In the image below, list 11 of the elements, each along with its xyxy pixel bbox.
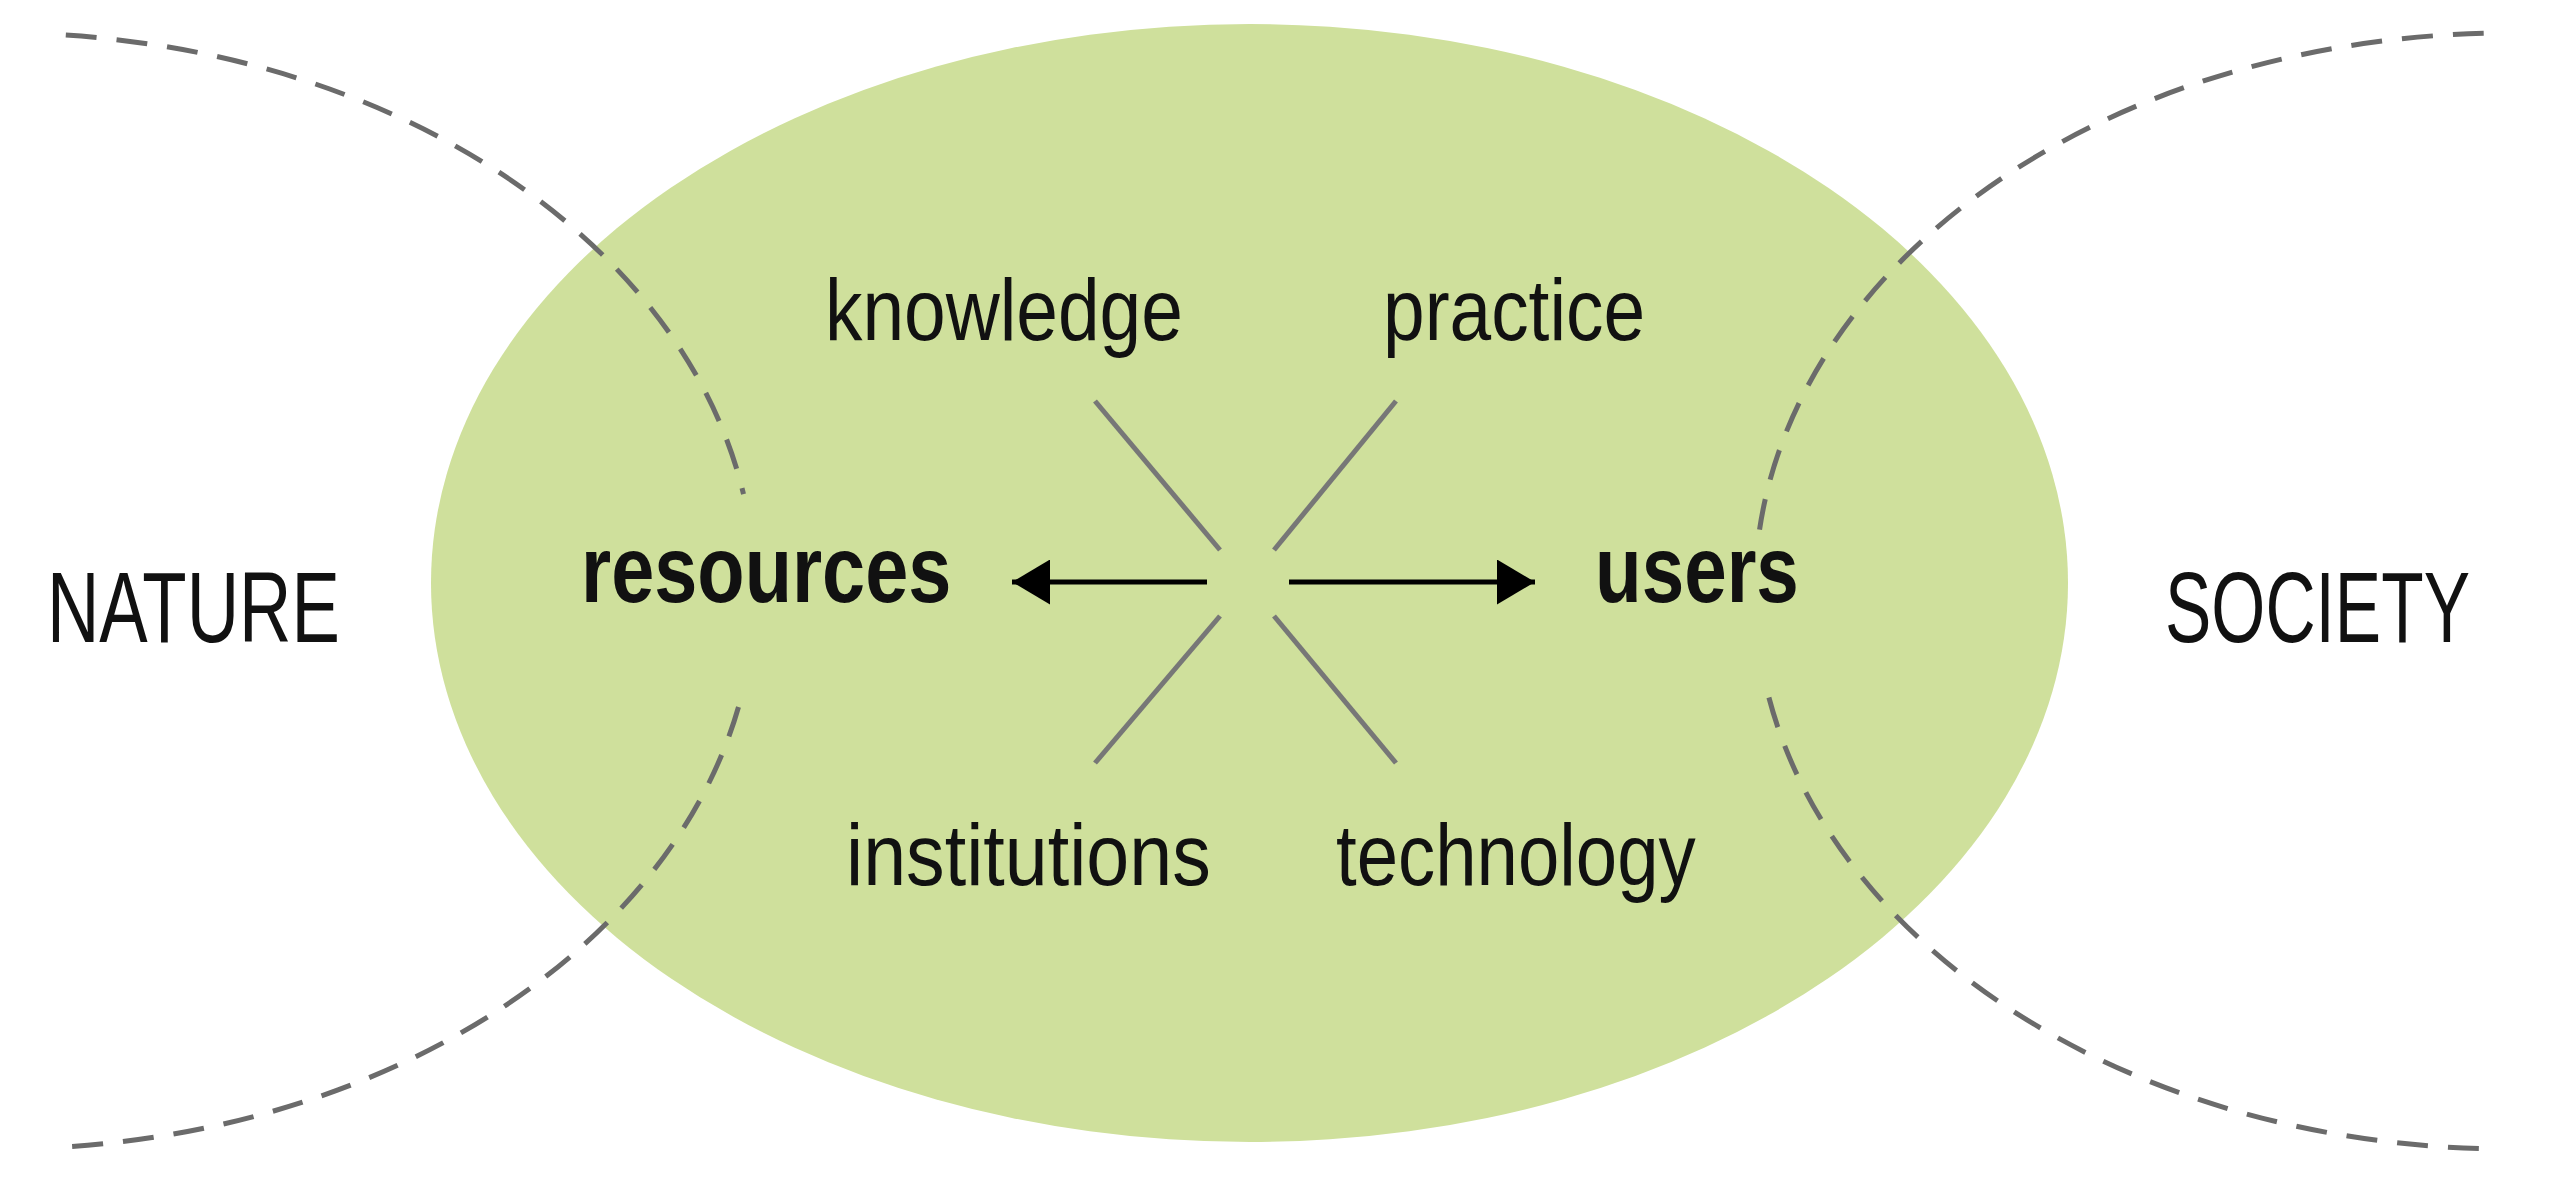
key-term-label: users [1595,523,1799,617]
arrow [1289,559,1535,605]
line [1272,614,1398,765]
line [1093,614,1222,765]
arrow [1012,559,1207,605]
region-label: SOCIETY [2165,557,2470,657]
line [1272,399,1398,552]
term-label: institutions [846,811,1211,899]
line [1093,399,1222,552]
key-term-label: resources [581,523,952,617]
region-label: NATURE [47,557,340,657]
